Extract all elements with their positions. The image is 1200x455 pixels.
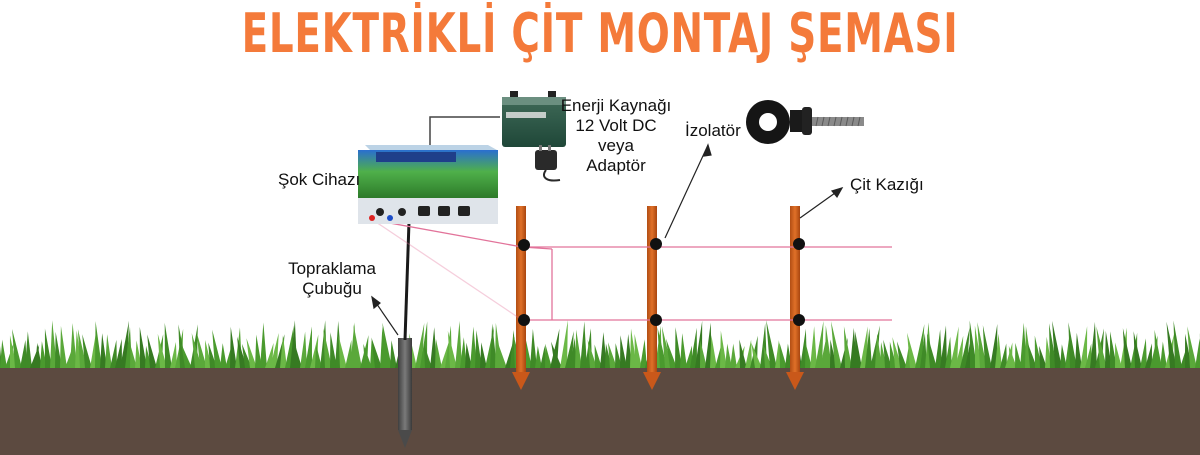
- adapter-icon: [535, 145, 561, 182]
- post-label: Çit Kazığı: [850, 175, 924, 194]
- power-source-line-4: Adaptör: [586, 156, 646, 175]
- energizer-label: Şok Cihazı: [278, 170, 361, 189]
- soil: [0, 366, 1200, 455]
- fence-post-3: [786, 206, 804, 390]
- page-title: ELEKTRİKLİ ÇİT MONTAJ ŞEMASI: [241, 2, 959, 65]
- grass: [0, 320, 1200, 368]
- fence-wires: [372, 219, 892, 321]
- grounding-rod: [398, 338, 412, 448]
- power-source-line-1: Enerji Kaynağı: [560, 96, 672, 115]
- post-insulators: [518, 238, 805, 326]
- ground-rod-label: Topraklama Çubuğu: [282, 259, 382, 299]
- insulator-icon: [746, 100, 864, 144]
- power-source-line-2: 12 Volt DC: [575, 116, 657, 135]
- fence-post-1: [512, 206, 530, 390]
- insulator-label: İzolatör: [685, 121, 741, 140]
- battery-cable: [429, 116, 500, 150]
- power-source-line-3: veya: [598, 136, 634, 155]
- power-source-label: Enerji Kaynağı 12 Volt DC veya Adaptör: [560, 96, 672, 176]
- energizer-device: [358, 145, 498, 224]
- pointer-arrows: [371, 143, 844, 336]
- ground-rod-line-1: Topraklama: [288, 259, 376, 278]
- battery-icon: [502, 91, 566, 147]
- fence-post-2: [643, 206, 661, 390]
- ground-rod-line-2: Çubuğu: [302, 279, 362, 298]
- ground-cable: [403, 221, 411, 341]
